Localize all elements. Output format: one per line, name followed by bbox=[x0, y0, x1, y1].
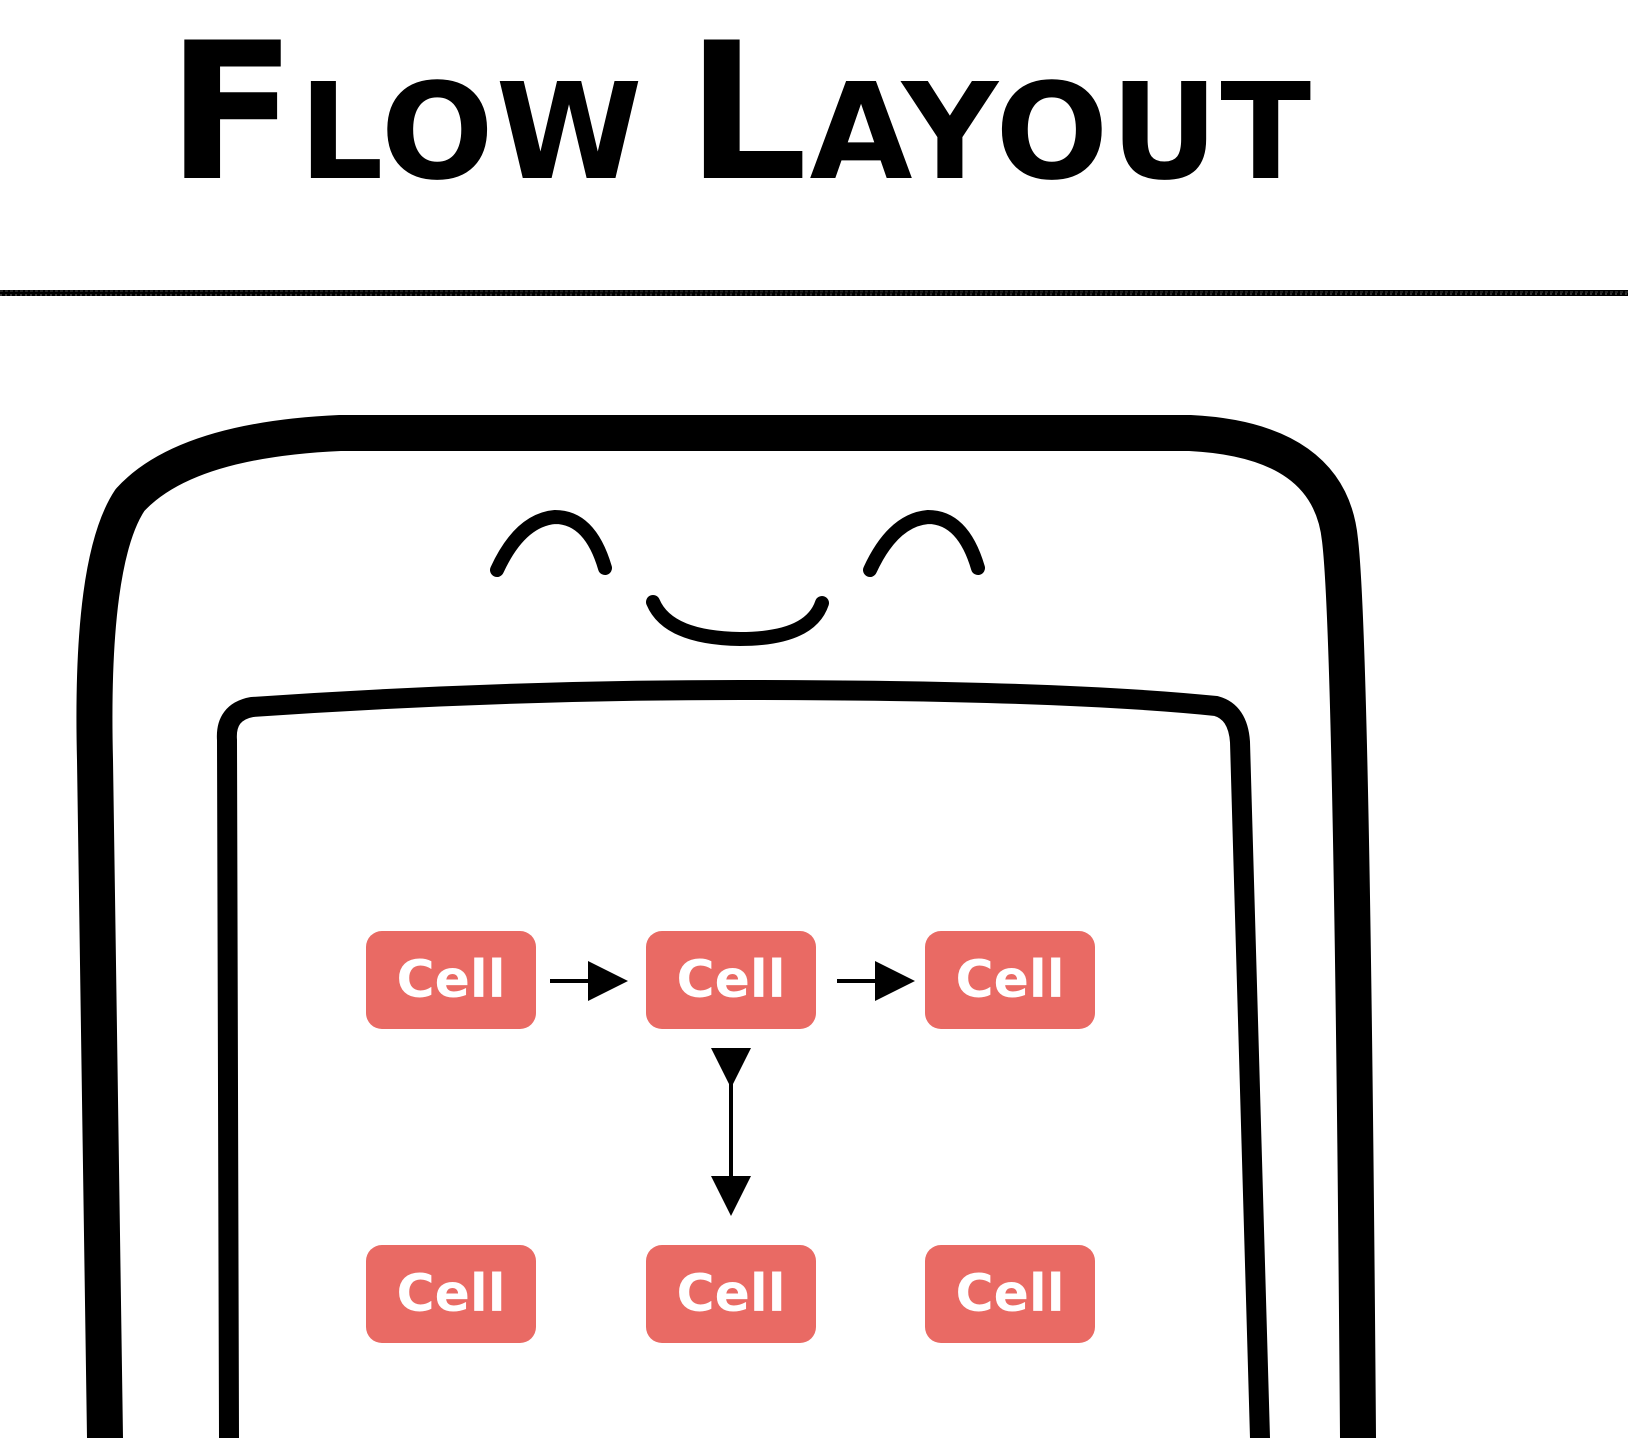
phone-screen-outline bbox=[216, 680, 1270, 1438]
cell-row1-col3: Cell bbox=[925, 931, 1095, 1029]
title-divider bbox=[0, 290, 1628, 296]
mouth bbox=[646, 595, 829, 647]
cell-row2-col3: Cell bbox=[925, 1245, 1095, 1343]
title-word-layout: Layout bbox=[686, 2, 1314, 223]
cell-row1-col1: Cell bbox=[366, 931, 536, 1029]
cell-row1-col2: Cell bbox=[646, 931, 816, 1029]
smiling-face-icon bbox=[490, 509, 985, 647]
right-eye bbox=[863, 509, 985, 577]
left-eye bbox=[490, 509, 612, 577]
cell-row2-col1: Cell bbox=[366, 1245, 536, 1343]
cell-row2-col2: Cell bbox=[646, 1245, 816, 1343]
phone-outline bbox=[76, 415, 1376, 1438]
title-word-flow: Flow bbox=[166, 2, 645, 223]
